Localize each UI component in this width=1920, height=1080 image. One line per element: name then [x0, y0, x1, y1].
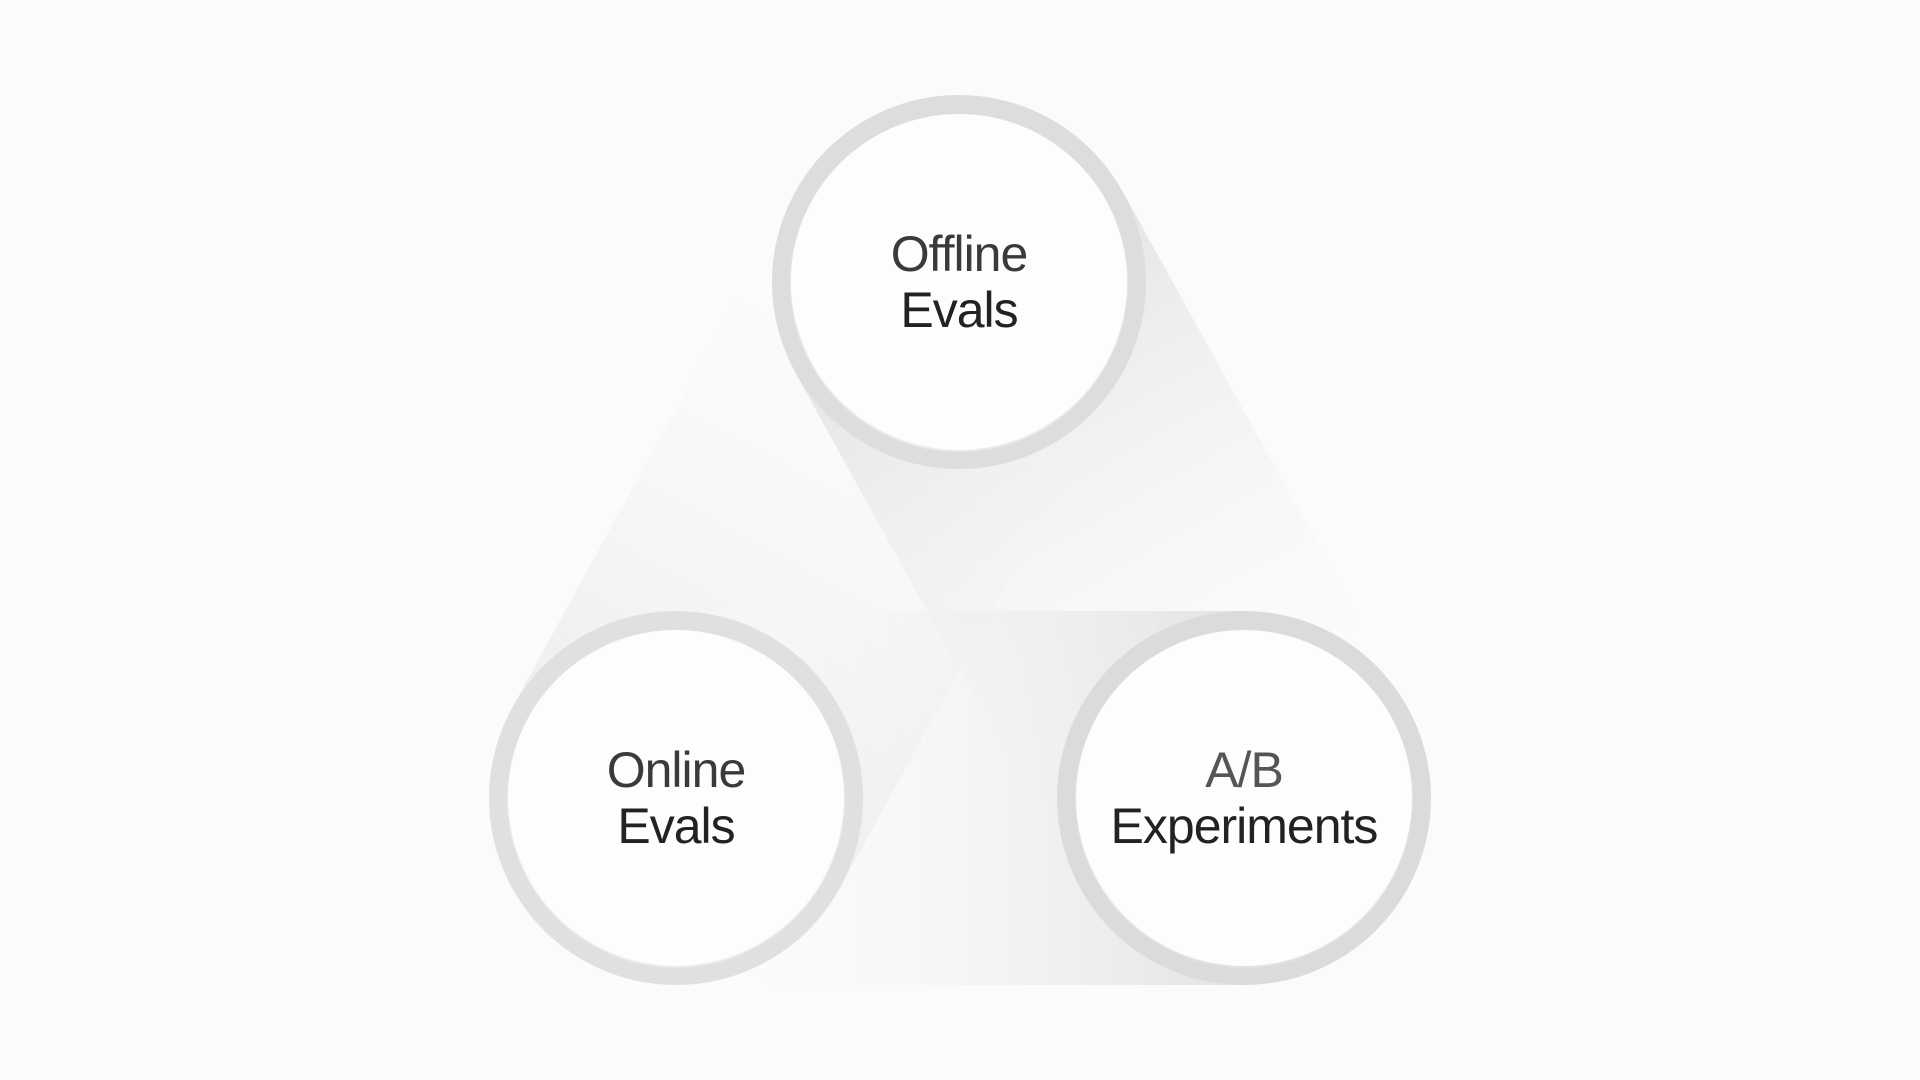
node-label-line2: Experiments: [1110, 798, 1379, 854]
node-label-line2: Evals: [617, 798, 735, 854]
node-label-line1: Offline: [890, 226, 1029, 282]
node-online-evals: Online Evals: [507, 629, 845, 967]
node-offline-evals: Offline Evals: [790, 113, 1128, 451]
node-ab-experiments: A/B Experiments: [1075, 629, 1413, 967]
node-label-line1: A/B: [1205, 742, 1284, 798]
node-label-line1: Online: [606, 742, 747, 798]
node-label-line2: Evals: [900, 282, 1018, 338]
